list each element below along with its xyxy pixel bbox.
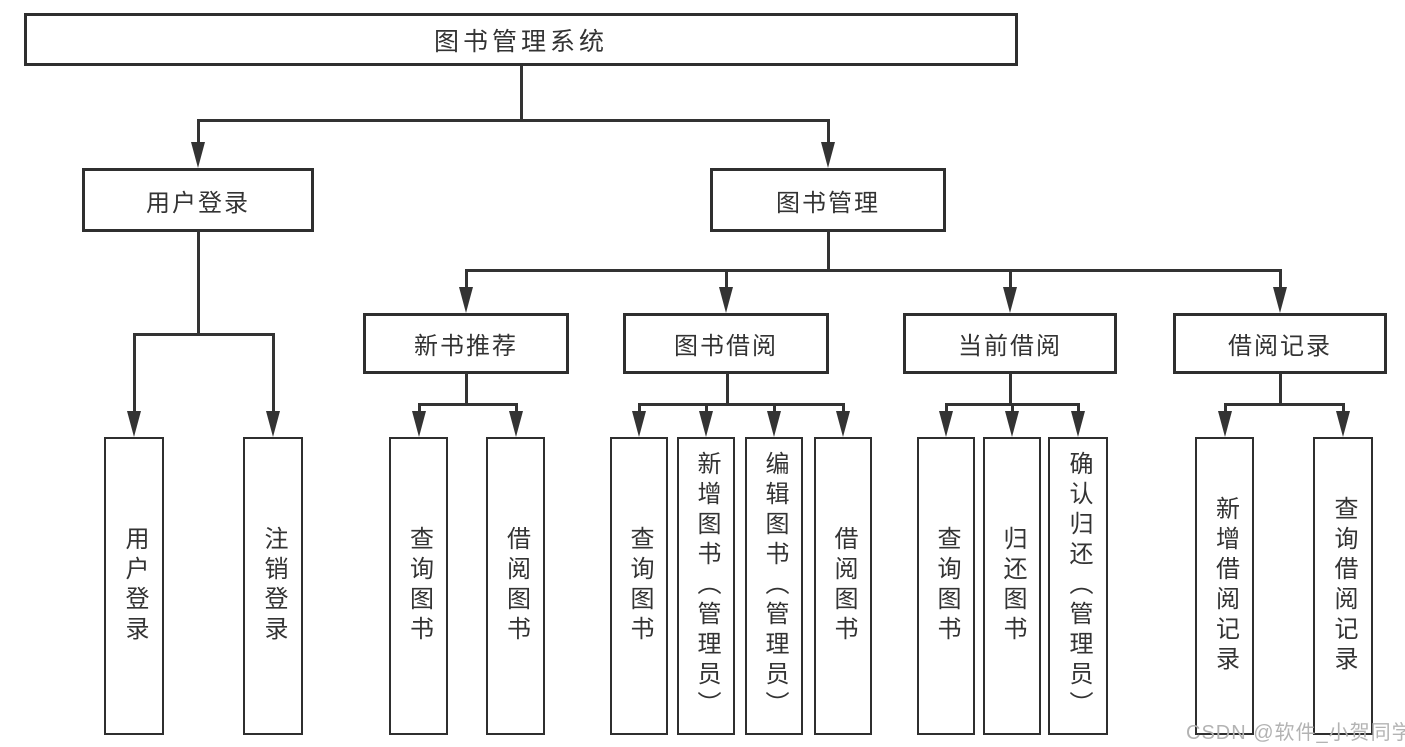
connector-arm-user bbox=[197, 119, 200, 145]
connector-newbook-stem bbox=[465, 373, 468, 406]
node-new-book: 新书推荐 bbox=[363, 313, 569, 374]
leaf-record-query: 查询借阅记录 bbox=[1313, 437, 1373, 735]
leaf-user-login: 用户登录 bbox=[104, 437, 164, 735]
leaf-logout: 注销登录 bbox=[243, 437, 303, 735]
connector-book-stem bbox=[827, 230, 830, 271]
leaf-borrow-query: 查询图书 bbox=[610, 437, 668, 735]
arrowhead-br-query bbox=[1336, 411, 1350, 437]
leaf-borrow-borrow: 借阅图书 bbox=[814, 437, 872, 735]
leaf-newbook-borrow: 借阅图书 bbox=[486, 437, 545, 735]
connector-arm-br-add bbox=[1224, 403, 1227, 415]
connector-arm-borrow bbox=[725, 269, 728, 291]
connector-user-rail bbox=[133, 333, 275, 336]
arrowhead-nb-borrow bbox=[509, 411, 523, 437]
connector-arm-bb-add bbox=[705, 403, 708, 415]
arrowhead-cb-confirm bbox=[1071, 411, 1085, 437]
leaf-borrow-add: 新增图书（管理员） bbox=[677, 437, 735, 735]
arrowhead-br-add bbox=[1218, 411, 1232, 437]
connector-arm-nb-borrow bbox=[515, 403, 518, 415]
connector-record-rail bbox=[1224, 403, 1344, 406]
arrowhead-user bbox=[191, 142, 205, 168]
connector-arm-br-query bbox=[1342, 403, 1345, 415]
connector-newbook-rail bbox=[418, 403, 517, 406]
node-borrow-record: 借阅记录 bbox=[1173, 313, 1387, 374]
node-user-login: 用户登录 bbox=[82, 168, 314, 232]
connector-borrow-stem bbox=[726, 373, 729, 406]
connector-current-stem bbox=[1009, 373, 1012, 406]
connector-borrow-rail bbox=[638, 403, 844, 406]
connector-arm-cb-query bbox=[945, 403, 948, 415]
arrowhead-login bbox=[127, 411, 141, 437]
leaf-record-add: 新增借阅记录 bbox=[1195, 437, 1254, 735]
connector-arm-logout bbox=[272, 333, 275, 413]
arrowhead-current bbox=[1003, 287, 1017, 313]
arrowhead-cb-query bbox=[939, 411, 953, 437]
leaf-current-query: 查询图书 bbox=[917, 437, 975, 735]
connector-arm-nb-query bbox=[418, 403, 421, 415]
arrowhead-record bbox=[1273, 287, 1287, 313]
connector-user-stem bbox=[197, 230, 200, 336]
leaf-current-confirm: 确认归还（管理员） bbox=[1048, 437, 1108, 735]
arrowhead-nb-query bbox=[412, 411, 426, 437]
node-book-management: 图书管理 bbox=[710, 168, 946, 232]
connector-arm-cb-return bbox=[1011, 403, 1014, 415]
arrowhead-cb-return bbox=[1005, 411, 1019, 437]
node-current-borrow: 当前借阅 bbox=[903, 313, 1117, 374]
connector-arm-current bbox=[1009, 269, 1012, 291]
leaf-newbook-query: 查询图书 bbox=[389, 437, 448, 735]
csdn-watermark: CSDN @软件_小贺同学 bbox=[1186, 722, 1405, 744]
connector-arm-bb-query bbox=[638, 403, 641, 415]
connector-root-stem bbox=[520, 66, 523, 122]
connector-arm-cb-confirm bbox=[1077, 403, 1080, 415]
node-root-system: 图书管理系统 bbox=[24, 13, 1018, 66]
node-book-borrow: 图书借阅 bbox=[623, 313, 829, 374]
connector-record-stem bbox=[1279, 373, 1282, 406]
connector-arm-bb-borrow bbox=[842, 403, 845, 415]
connector-book-rail bbox=[465, 269, 1282, 272]
connector-root-rail bbox=[197, 119, 830, 122]
arrowhead-bb-edit bbox=[767, 411, 781, 437]
arrowhead-bb-add bbox=[699, 411, 713, 437]
connector-arm-bb-edit bbox=[773, 403, 776, 415]
arrowhead-logout bbox=[266, 411, 280, 437]
arrowhead-borrow bbox=[719, 287, 733, 313]
connector-arm-login bbox=[133, 333, 136, 413]
arrowhead-book bbox=[821, 142, 835, 168]
leaf-current-return: 归还图书 bbox=[983, 437, 1041, 735]
connector-arm-record bbox=[1279, 269, 1282, 291]
arrowhead-bb-borrow bbox=[836, 411, 850, 437]
connector-arm-newbook bbox=[465, 269, 468, 291]
arrowhead-bb-query bbox=[632, 411, 646, 437]
arrowhead-newbook bbox=[459, 287, 473, 313]
connector-arm-book bbox=[827, 119, 830, 145]
leaf-borrow-edit: 编辑图书（管理员） bbox=[745, 437, 803, 735]
